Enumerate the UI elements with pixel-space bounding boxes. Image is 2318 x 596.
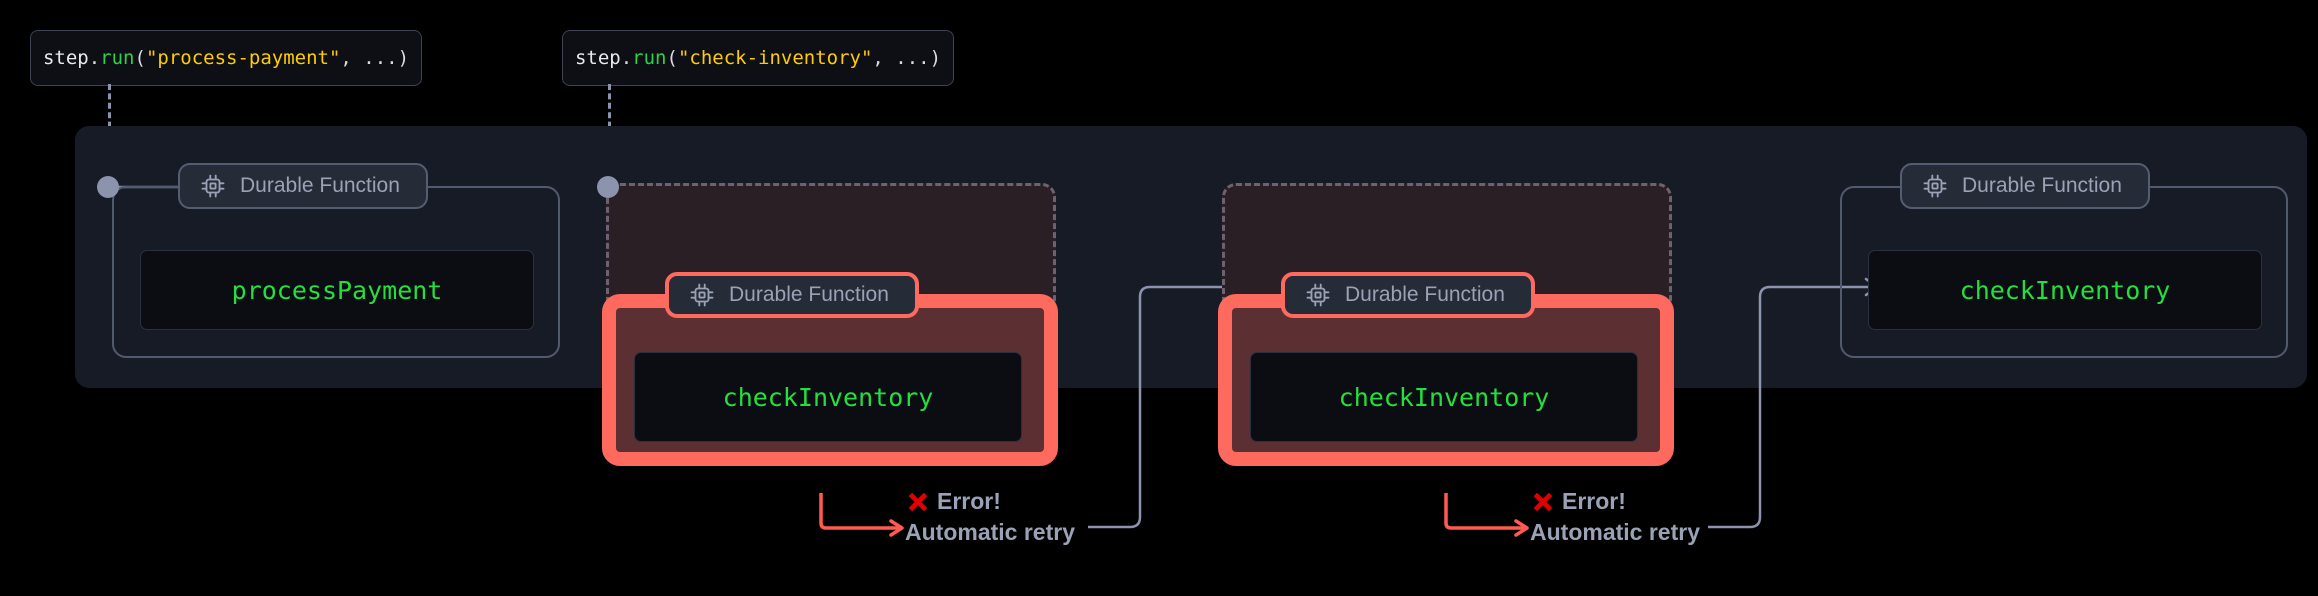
red-x-icon: [1533, 492, 1553, 511]
red-x-icon: [908, 492, 928, 511]
error-label-2: Error!: [1562, 488, 1626, 514]
callout-1-dot: .: [620, 47, 633, 69]
function-box-check-inventory-1: checkInventory: [634, 352, 1022, 442]
error-label-1: Error!: [937, 488, 1001, 514]
retry-arrow-red-1: [819, 493, 904, 537]
retry-label-2: Automatic retry: [1530, 519, 1700, 545]
function-name-check-inventory-1: checkInventory: [722, 382, 934, 412]
callout-0-open-paren: (: [134, 47, 146, 69]
durable-function-pill-2[interactable]: Durable Function: [665, 272, 919, 318]
step-anchor-dot-check-inventory[interactable]: [597, 176, 619, 198]
function-name-process-payment: processPayment: [231, 275, 443, 305]
callout-1-arg: "check-inventory": [677, 47, 873, 69]
durable-function-pill-4[interactable]: Durable Function: [1900, 163, 2150, 209]
callout-0-method: run: [100, 47, 135, 69]
function-box-process-payment: processPayment: [140, 250, 534, 330]
callout-1-method: run: [632, 47, 667, 69]
durable-function-pill-1[interactable]: Durable Function: [178, 163, 428, 209]
error-annotation-1: Error! Automatic retry: [905, 488, 1075, 546]
durable-function-label-2: Durable Function: [729, 283, 889, 306]
code-callout-check-inventory: step.run("check-inventory", ...): [562, 30, 954, 86]
function-box-check-inventory-2: checkInventory: [1250, 352, 1638, 442]
durable-function-label-4: Durable Function: [1962, 174, 2122, 197]
step-anchor-dot-process-payment[interactable]: [97, 176, 119, 198]
callout-1-open-paren: (: [666, 47, 678, 69]
callout-0-object: step: [42, 47, 89, 69]
callout-0-dot: .: [88, 47, 101, 69]
function-name-check-inventory-2: checkInventory: [1338, 382, 1550, 412]
callout-0-arg: "process-payment": [145, 47, 341, 69]
code-callout-process-payment: step.run("process-payment", ...): [30, 30, 422, 86]
retry-label-1: Automatic retry: [905, 519, 1075, 545]
cpu-chip-icon: [1306, 283, 1330, 307]
error-line: Error!: [905, 488, 1075, 515]
retry-arrow-red-2: [1444, 493, 1529, 537]
callout-1-object: step: [574, 47, 621, 69]
durable-function-label-3: Durable Function: [1345, 283, 1505, 306]
durable-function-pill-3[interactable]: Durable Function: [1281, 272, 1535, 318]
cpu-chip-icon: [1923, 174, 1947, 198]
error-annotation-2: Error! Automatic retry: [1530, 488, 1700, 546]
cpu-chip-icon: [690, 283, 714, 307]
function-name-check-inventory-3: checkInventory: [1959, 275, 2171, 305]
cpu-chip-icon: [201, 174, 225, 198]
callout-0-rest: , ...): [340, 47, 410, 69]
durable-function-label-1: Durable Function: [240, 174, 400, 197]
callout-1-rest: , ...): [872, 47, 942, 69]
function-box-check-inventory-3: checkInventory: [1868, 250, 2262, 330]
error-line: Error!: [1530, 488, 1700, 515]
